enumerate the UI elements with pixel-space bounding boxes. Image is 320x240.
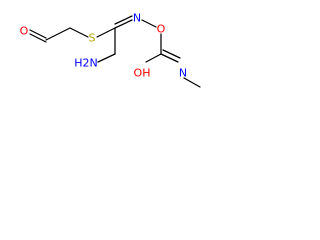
bond-n-o: [141, 19, 157, 28]
atom-carbamate-group: OH: [134, 67, 151, 80]
bond-c5-n-1: [160, 53, 179, 63]
bond-aldehyde-co-2: [29, 33, 47, 43]
atom-sulfur: S: [89, 32, 96, 45]
bond-c3-n-1: [114, 19, 133, 29]
bond-c1-c2: [45, 27, 71, 41]
atom-nitrogen-methyl: N: [179, 67, 187, 80]
atom-oxygen-aldehyde: O: [20, 25, 29, 38]
bond-c5-oh: [145, 53, 162, 63]
bond-c3-n-2: [114, 15, 133, 25]
bond-aldehyde-co-1: [29, 29, 47, 39]
bond-n-ch3: [183, 77, 201, 88]
atom-nitrogen-amino: H2N: [74, 57, 98, 70]
bond-c5-n-2: [162, 49, 181, 59]
bond-s-c3: [96, 27, 116, 38]
bond-c4-nh2: [97, 53, 116, 63]
bond-c2-s: [69, 27, 89, 38]
molecule-structure: O S N O H2N OH N: [20, 12, 201, 88]
atom-nitrogen-imine: N: [133, 12, 141, 25]
atom-oxygen-ether: O: [157, 23, 166, 36]
